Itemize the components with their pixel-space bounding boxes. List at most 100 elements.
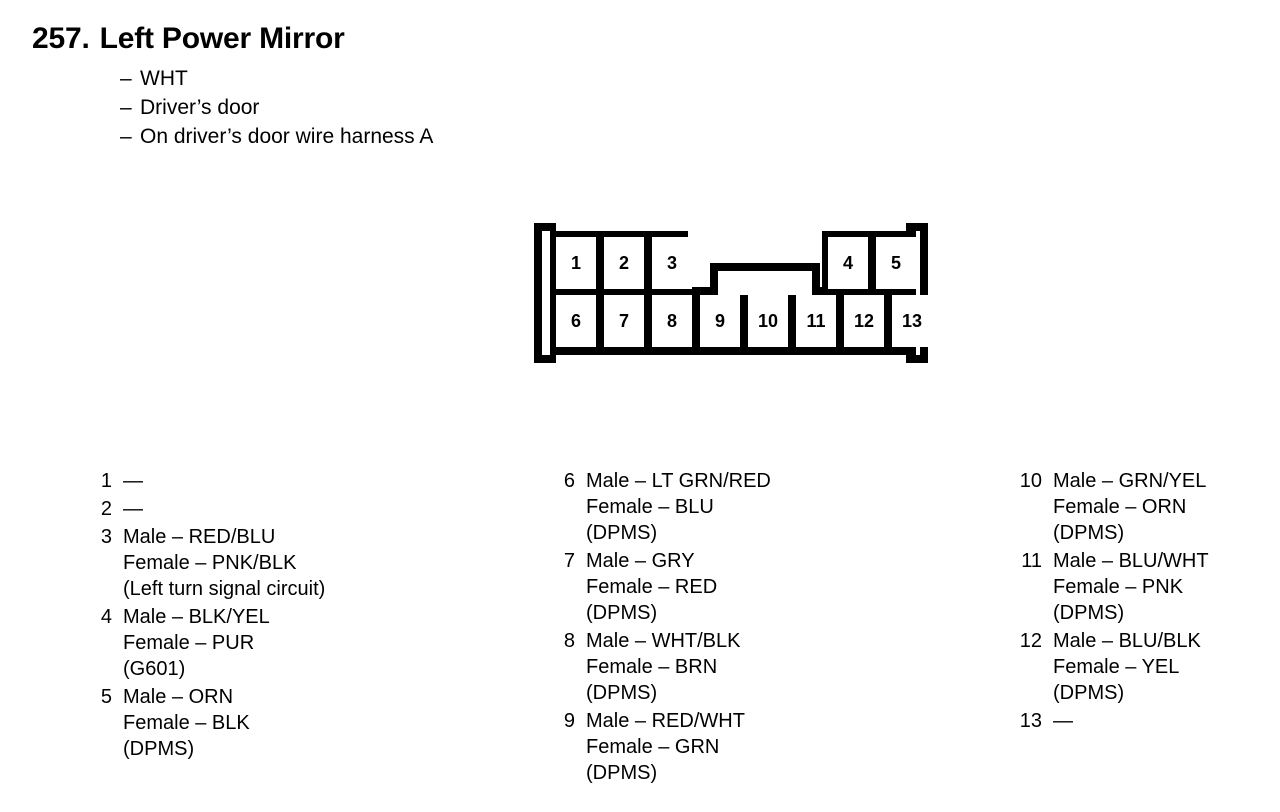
pin-legend-line-3: (G601) <box>123 658 186 680</box>
connector-pinout-diagram: 1 2 3 4 5 6 7 8 9 10 11 12 13 <box>534 223 932 363</box>
pin-legend-body: Male – BLU/WHT Female – PNK (DPMS) <box>1053 548 1268 626</box>
pin-legend-number: 13 <box>1019 710 1042 732</box>
pin-legend-line-1: Male – ORN <box>123 686 234 708</box>
pin-legend-line-2: Female – PUR <box>123 632 255 654</box>
pin-legend-empty-dash: — <box>123 470 143 492</box>
connector-pin-cell-6: 6 <box>556 295 596 347</box>
pin-legend-empty-dash: — <box>1053 710 1073 732</box>
pin-legend-empty-dash: — <box>123 498 143 520</box>
connector-right-ear-slot <box>912 231 920 355</box>
pin-legend-line-2: Female – YEL <box>1053 656 1180 678</box>
connector-pin-cell-13: 13 <box>892 295 932 347</box>
connector-pin-cell-12: 12 <box>844 295 884 347</box>
page-title: 257.Left Power Mirror <box>32 20 732 58</box>
pin-legend-entry-7: 7 Male – GRY Female – RED (DPMS) <box>561 548 991 626</box>
pin-legend-line-2: Female – BRN <box>586 656 718 678</box>
pin-legend-body: — <box>1053 708 1268 734</box>
pin-legend-body: — <box>123 496 528 522</box>
pin-legend-number: 12 <box>1019 630 1042 652</box>
connector-left-ear-bridge-top <box>542 223 556 231</box>
pin-legend-body: Male – GRN/YEL Female – ORN (DPMS) <box>1053 468 1268 546</box>
pin-legend-line-1: Male – LT GRN/RED <box>586 470 771 492</box>
connector-pin-cell-5: 5 <box>876 237 916 289</box>
connector-pin-cell-3: 3 <box>652 237 692 289</box>
connector-pin-cell-2: 2 <box>604 237 644 289</box>
pin-legend-line-1: Male – RED/WHT <box>586 710 745 732</box>
connector-pin-cell-7: 7 <box>604 295 644 347</box>
pin-legend-line-3: (DPMS) <box>1053 522 1125 544</box>
subtitle-item-wht: –WHT <box>120 64 732 93</box>
pin-legend-body: Male – BLU/BLK Female – YEL (DPMS) <box>1053 628 1268 706</box>
pin-legend-line-3: (DPMS) <box>1053 682 1125 704</box>
dash-bullet-icon: – <box>120 67 132 90</box>
pin-legend-line-3: (DPMS) <box>586 762 658 784</box>
connector-pin-cell-8: 8 <box>652 295 692 347</box>
pin-legend-entry-10: 10 Male – GRN/YEL Female – ORN (DPMS) <box>1018 468 1268 546</box>
pin-legend-body: Male – RED/WHT Female – GRN (DPMS) <box>586 708 991 786</box>
subtitle-item-label: On driver’s door wire harness A <box>140 125 434 148</box>
connector-center-latch-tab-void <box>718 271 812 295</box>
pin-legend-entry-11: 11 Male – BLU/WHT Female – PNK (DPMS) <box>1018 548 1268 626</box>
connector-pin-cell-1: 1 <box>556 237 596 289</box>
pin-legend-body: Male – GRY Female – RED (DPMS) <box>586 548 991 626</box>
pin-legend-line-3: (DPMS) <box>586 602 658 624</box>
header-block: 257.Left Power Mirror –WHT –Driver’s doo… <box>32 20 732 151</box>
connector-pin-cell-9: 9 <box>700 295 740 347</box>
pin-legend-entry-12: 12 Male – BLU/BLK Female – YEL (DPMS) <box>1018 628 1268 706</box>
subtitle-item-harness: –On driver’s door wire harness A <box>120 122 732 151</box>
pin-legend-line-3: (DPMS) <box>586 682 658 704</box>
subtitle-item-label: Driver’s door <box>140 96 260 119</box>
connector-pin-cell-4: 4 <box>828 237 868 289</box>
pin-legend-number: 10 <box>1019 470 1042 492</box>
pin-legend-line-3: (Left turn signal circuit) <box>123 578 326 600</box>
pin-legend-number: 2 <box>100 498 112 520</box>
pin-legend-line-2: Female – RED <box>586 576 718 598</box>
pin-legend-body: Male – BLK/YEL Female – PUR (G601) <box>123 604 528 682</box>
pin-legend-line-2: Female – PNK/BLK <box>123 552 297 574</box>
pin-legend-body: — <box>123 468 528 494</box>
pin-legend-line-1: Male – WHT/BLK <box>586 630 741 652</box>
pin-legend-line-1: Male – GRN/YEL <box>1053 470 1207 492</box>
pin-legend-entry-6: 6 Male – LT GRN/RED Female – BLU (DPMS) <box>561 468 991 546</box>
pin-legend-entry-2: 2— <box>98 496 528 522</box>
pin-legend-entry-3: 3 Male – RED/BLU Female – PNK/BLK (Left tur… <box>98 524 528 602</box>
pin-legend-entry-1: 1— <box>98 468 528 494</box>
pin-legend-line-3: (DPMS) <box>586 522 658 544</box>
dash-bullet-icon: – <box>120 96 132 119</box>
pin-legend-line-3: (DPMS) <box>123 738 195 760</box>
pin-legend-line-1: Male – GRY <box>586 550 695 572</box>
pin-legend-number: 11 <box>1021 550 1042 572</box>
connector-right-ear-bridge-top <box>906 223 920 231</box>
pin-legend-body: Male – LT GRN/RED Female – BLU (DPMS) <box>586 468 991 546</box>
pin-legend-number: 8 <box>563 630 575 652</box>
pin-legend-number: 7 <box>563 550 575 572</box>
pin-legend-line-1: Male – RED/BLU <box>123 526 276 548</box>
pin-legend-line-1: Male – BLU/BLK <box>1053 630 1201 652</box>
pin-legend-number: 1 <box>100 470 112 492</box>
pin-legend-line-2: Female – GRN <box>586 736 720 758</box>
page-title-number: 257. <box>32 22 90 55</box>
dash-bullet-icon: – <box>120 125 132 148</box>
pin-legend-number: 6 <box>563 470 575 492</box>
connector-pin-cell-11: 11 <box>796 295 836 347</box>
pin-legend-entry-8: 8 Male – WHT/BLK Female – BRN (DPMS) <box>561 628 991 706</box>
pin-legend-line-1: Male – BLK/YEL <box>123 606 270 628</box>
pin-legend-line-1: Male – BLU/WHT <box>1053 550 1209 572</box>
subtitle-item-label: WHT <box>140 67 188 90</box>
subtitle-item-location: –Driver’s door <box>120 93 732 122</box>
pin-legend-number: 5 <box>100 686 112 708</box>
pin-legend-line-3: (DPMS) <box>1053 602 1125 624</box>
connector-pin-cell-10: 10 <box>748 295 788 347</box>
connector-right-ear-bridge-bottom <box>906 355 920 363</box>
pin-legend-number: 3 <box>100 526 112 548</box>
pin-legend-line-2: Female – PNK <box>1053 576 1184 598</box>
pin-legend-line-2: Female – ORN <box>1053 496 1187 518</box>
pin-legend-line-2: Female – BLU <box>586 496 714 518</box>
